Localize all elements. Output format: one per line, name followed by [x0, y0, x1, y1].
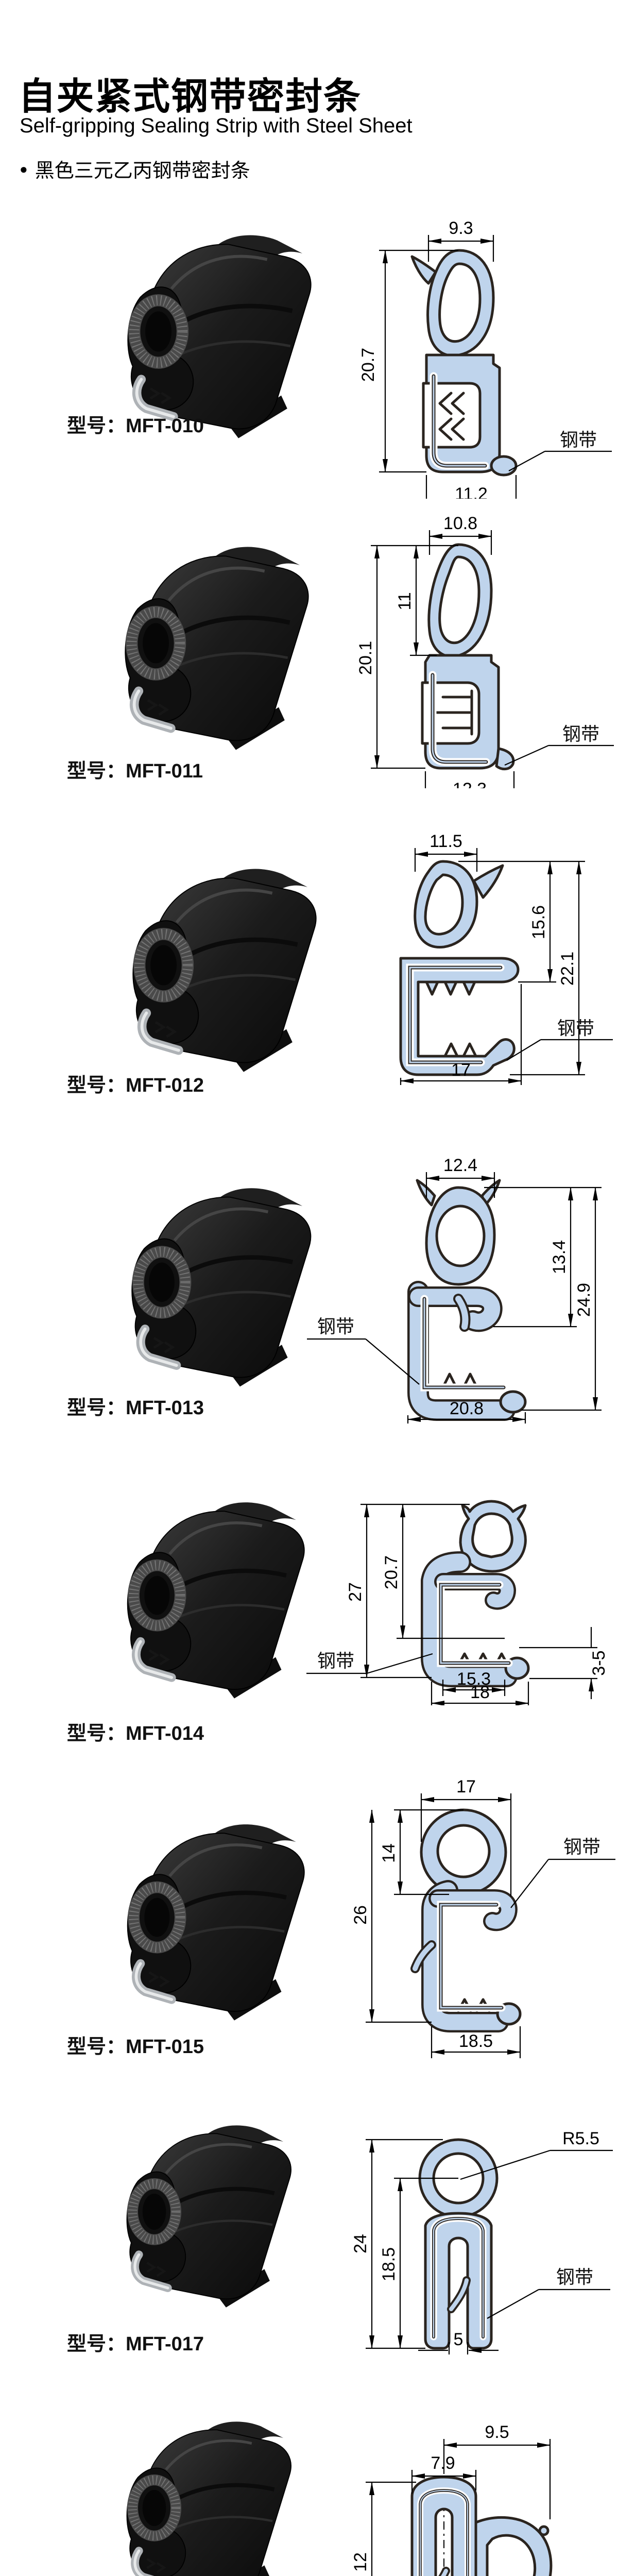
dim-top: 9.3 — [449, 218, 473, 238]
model-label: 型号：MFT-014 — [67, 1717, 204, 1745]
model-number: MFT-015 — [126, 2036, 204, 2058]
model-prefix: 型号： — [67, 760, 126, 782]
product-photo — [64, 2416, 306, 2576]
dim-right: 22.1 — [558, 952, 577, 986]
dim-right: 24.9 — [574, 1283, 594, 1317]
dim-left: 26 — [351, 1905, 370, 1925]
product-row: 型号：MFT-015 17 14 26 — [0, 1775, 618, 2094]
product-row: 型号：MFT-012 11.5 15.6 22.1 17 — [0, 827, 618, 1146]
model-label: 型号：MFT-010 — [67, 410, 204, 438]
bullet-dot: ● — [20, 161, 28, 177]
model-number: MFT-017 — [126, 2333, 204, 2355]
dim-left: 20.1 — [356, 641, 375, 675]
model-number: MFT-013 — [126, 1397, 204, 1419]
product-photo — [64, 1819, 317, 2035]
bullet-line: ● 黑色三元乙丙钢带密封条 — [20, 155, 250, 183]
steel-sheet-label: 钢带 — [563, 1836, 600, 1857]
dim-right-upper: 15.6 — [529, 905, 548, 939]
model-label: 型号：MFT-015 — [67, 2030, 204, 2059]
steel-sheet-label: 钢带 — [317, 1650, 354, 1671]
product-row: 型号：MFT-018 9.5 7.9 12 钢带 — [0, 2411, 618, 2576]
cross-section-diagram: 11.5 15.6 22.1 17 钢带 — [399, 832, 613, 1085]
page-subtitle: Self-gripping Sealing Strip with Steel S… — [20, 114, 413, 137]
dim-bottom-inner: 15.3 — [457, 1669, 491, 1689]
dim-bulb: 11 — [395, 592, 415, 610]
dim-top: 17 — [456, 1777, 476, 1797]
dim-gap: 5 — [454, 2330, 464, 2349]
dim-left: 12 — [351, 2552, 370, 2572]
product-row: 型号：MFT-014 27 20.7 15.3 18 — [0, 1479, 618, 1798]
model-prefix: 型号： — [67, 2036, 126, 2058]
dim-right-upper: 13.4 — [550, 1240, 569, 1274]
steel-sheet-label: 钢带 — [556, 2266, 593, 2287]
product-row: 型号：MFT-017 R5.5 24 18.5 5 钢带 — [0, 2107, 618, 2411]
dim-top: 11.5 — [430, 832, 462, 851]
model-prefix: 型号： — [67, 2333, 126, 2355]
dim-top: 12.4 — [443, 1156, 477, 1175]
model-prefix: 型号： — [67, 1723, 126, 1744]
product-row: 型号：MFT-013 12.4 13.4 24.9 — [0, 1151, 618, 1471]
bullet-text: 黑色三元乙丙钢带密封条 — [35, 160, 250, 182]
dim-radius: R5.5 — [562, 2129, 599, 2148]
model-prefix: 型号： — [67, 1397, 126, 1419]
dim-bulb: 14 — [379, 1843, 399, 1863]
dim-left: 24 — [351, 2234, 370, 2253]
cross-section-diagram: 17 14 26 18.5 钢带 — [351, 1777, 615, 2058]
steel-sheet-label: 钢带 — [557, 1018, 594, 1039]
cross-section-diagram: 10.8 11 20.1 12.3 钢带 — [356, 514, 614, 788]
dim-bottom: 18.5 — [459, 2031, 493, 2051]
cross-section-diagram: R5.5 24 18.5 5 钢带 — [351, 2129, 613, 2357]
model-number: MFT-014 — [126, 1723, 204, 1744]
cross-section-diagram: 9.3 20.7 11.2 钢带 — [358, 218, 612, 499]
model-label: 型号：MFT-011 — [67, 755, 203, 783]
dim-left: 20.7 — [358, 348, 378, 382]
dim-bottom: 12.3 — [453, 779, 487, 788]
model-prefix: 型号： — [67, 1075, 126, 1096]
dim-top-inner: 7.9 — [431, 2453, 455, 2473]
cross-section-diagram: 27 20.7 15.3 18 3-5 钢带 — [306, 1500, 609, 1705]
model-label: 型号：MFT-017 — [67, 2328, 204, 2356]
model-number: MFT-011 — [126, 760, 203, 782]
product-photo — [62, 541, 319, 765]
steel-sheet-label: 钢带 — [560, 429, 597, 450]
product-row: 型号：MFT-010 9.3 20.7 11.2 钢带 — [0, 206, 618, 515]
dim-bottom: 18 — [470, 1683, 490, 1702]
cross-section-diagram: 9.5 7.9 12 钢带 — [351, 2422, 553, 2576]
dim-bottom: 17 — [451, 1060, 471, 1080]
cross-section-diagram: 12.4 13.4 24.9 20.8 钢带 — [307, 1156, 602, 1423]
dim-lip: 3-5 — [589, 1650, 609, 1675]
model-prefix: 型号： — [67, 415, 126, 437]
dim-top: 10.8 — [443, 514, 477, 533]
dim-left: 27 — [346, 1582, 365, 1602]
dim-bottom: 20.8 — [450, 1399, 484, 1418]
page-title: 自夹紧式钢带密封条 — [19, 76, 362, 117]
model-number: MFT-010 — [126, 415, 204, 437]
steel-sheet-label: 钢带 — [562, 723, 599, 744]
product-row: 型号：MFT-011 10.8 11 20.1 12.3 — [0, 505, 618, 824]
product-photo — [67, 1182, 324, 1401]
dim-left-inner: 20.7 — [382, 1555, 401, 1589]
model-number: MFT-012 — [126, 1075, 204, 1096]
dim-bottom: 11.2 — [455, 484, 488, 499]
model-label: 型号：MFT-012 — [67, 1069, 204, 1097]
product-photo — [64, 2120, 306, 2321]
dim-left-inner: 18.5 — [379, 2247, 399, 2281]
steel-sheet-label: 钢带 — [317, 1316, 354, 1337]
dim-top: 9.5 — [485, 2422, 509, 2442]
product-photo — [64, 1497, 317, 1713]
model-label: 型号：MFT-013 — [67, 1392, 204, 1420]
